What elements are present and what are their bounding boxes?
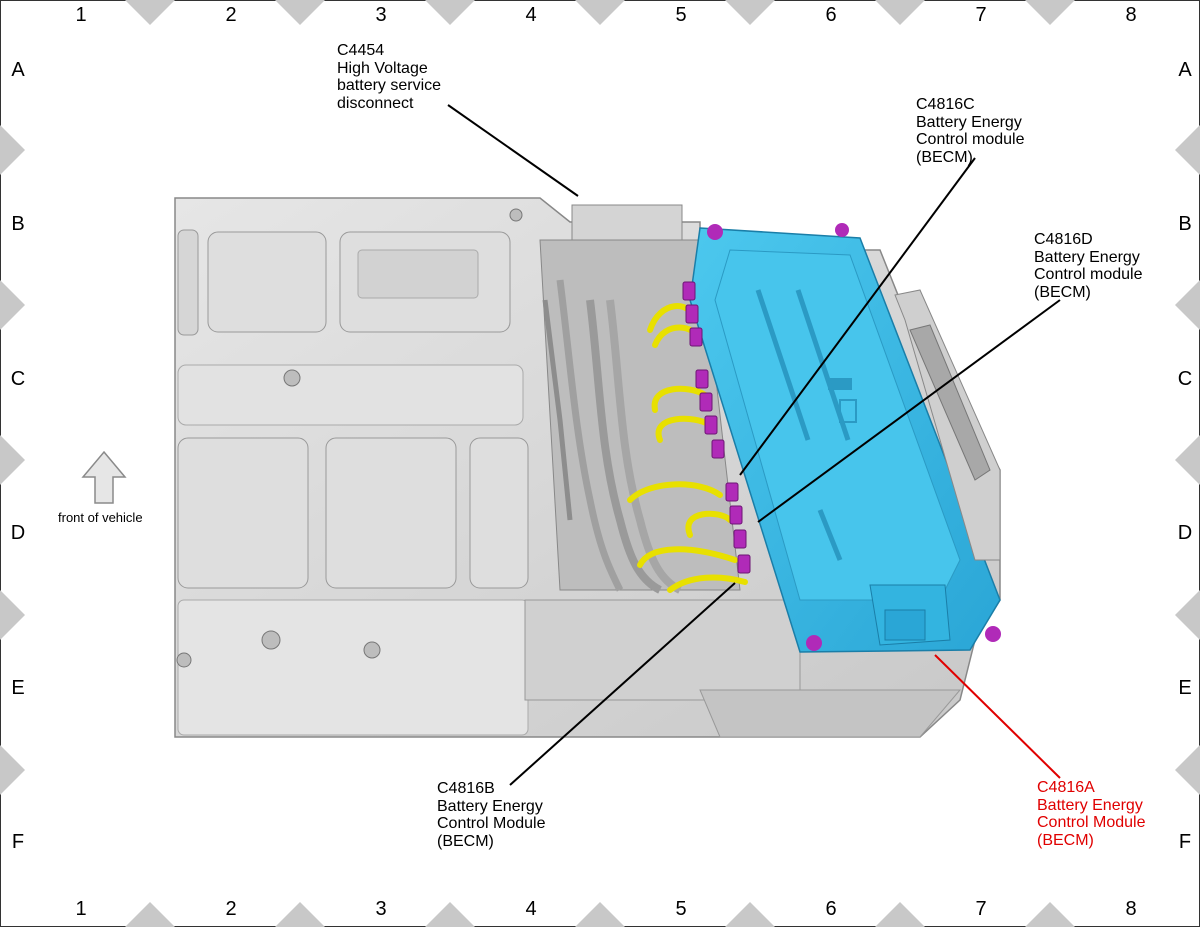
grid-markers-bottom bbox=[125, 902, 1075, 927]
grid-row-label: F bbox=[11, 831, 25, 853]
grid-row-label: D bbox=[10, 522, 26, 544]
callout-c4816c: C4816C Battery Energy Control module (BE… bbox=[916, 96, 1025, 166]
callout-line: Battery Energy bbox=[1034, 248, 1140, 266]
callout-line: C4816C bbox=[916, 96, 975, 113]
grid-row-label: F bbox=[1178, 831, 1192, 853]
grid-col-label: 8 bbox=[1125, 898, 1137, 920]
callout-line: High Voltage bbox=[337, 59, 428, 77]
becm-connectors bbox=[682, 281, 751, 574]
grid-row-label: A bbox=[1178, 59, 1192, 81]
callout-c4816d: C4816D Battery Energy Control module (BE… bbox=[1034, 231, 1143, 301]
grid-col-label: 2 bbox=[225, 898, 237, 920]
grid-col-label: 6 bbox=[825, 4, 837, 26]
callout-line: Control module bbox=[1034, 266, 1143, 283]
grid-col-label: 3 bbox=[375, 4, 387, 26]
grid-col-label: 3 bbox=[375, 898, 387, 920]
grid-col-label: 1 bbox=[75, 898, 87, 920]
callout-line: Control Module bbox=[1037, 814, 1146, 831]
leader-lines bbox=[447, 104, 1061, 786]
callout-line: Control module bbox=[916, 131, 1025, 148]
callout-line: battery service bbox=[337, 77, 442, 94]
mounting-bracket bbox=[894, 289, 1001, 561]
grid-col-label: 4 bbox=[525, 898, 537, 920]
grid-col-label: 7 bbox=[975, 4, 987, 26]
grid-row-label: B bbox=[11, 213, 25, 235]
grid-row-label: C bbox=[10, 368, 26, 390]
callout-c4454: C4454 High Voltage battery service disco… bbox=[337, 42, 441, 112]
callout-line: C4816B bbox=[437, 780, 495, 797]
grid-row-label: D bbox=[1177, 522, 1193, 544]
callout-line: (BECM) bbox=[916, 148, 973, 166]
grid-markers-left bbox=[0, 125, 25, 795]
callout-line: Battery Energy bbox=[916, 113, 1022, 131]
callout-c4816a: C4816A Battery Energy Control Module (BE… bbox=[1037, 779, 1146, 849]
grid-row-label: C bbox=[1177, 368, 1193, 390]
grid-col-label: 5 bbox=[675, 4, 687, 26]
grid-col-label: 8 bbox=[1125, 4, 1137, 26]
callout-line: C4816D bbox=[1034, 231, 1093, 248]
grid-row-label: E bbox=[1178, 677, 1192, 699]
grid-markers-right bbox=[1175, 125, 1200, 795]
callout-line: (BECM) bbox=[437, 832, 494, 850]
front-of-vehicle-label: front of vehicle bbox=[58, 510, 143, 525]
callout-line: disconnect bbox=[337, 94, 414, 112]
front-arrow-icon bbox=[81, 450, 127, 504]
grid-row-label: B bbox=[1178, 213, 1192, 235]
callout-line: (BECM) bbox=[1034, 283, 1091, 301]
grid-markers-top bbox=[125, 0, 1075, 25]
callout-line: Battery Energy bbox=[1037, 796, 1143, 814]
grid-row-label: A bbox=[11, 59, 25, 81]
callout-c4816b: C4816B Battery Energy Control Module (BE… bbox=[437, 780, 546, 850]
callout-line: C4816A bbox=[1037, 779, 1095, 796]
grid-col-label: 5 bbox=[675, 898, 687, 920]
grid-col-label: 4 bbox=[525, 4, 537, 26]
grid-row-label: E bbox=[11, 677, 25, 699]
grid-col-label: 7 bbox=[975, 898, 987, 920]
grid-col-label: 1 bbox=[75, 4, 87, 26]
becm-module bbox=[689, 223, 1001, 653]
grid-col-label: 6 bbox=[825, 898, 837, 920]
callout-line: (BECM) bbox=[1037, 831, 1094, 849]
callout-line: Control Module bbox=[437, 815, 546, 832]
callout-line: Battery Energy bbox=[437, 797, 543, 815]
grid-col-label: 2 bbox=[225, 4, 237, 26]
callout-line: C4454 bbox=[337, 42, 385, 59]
